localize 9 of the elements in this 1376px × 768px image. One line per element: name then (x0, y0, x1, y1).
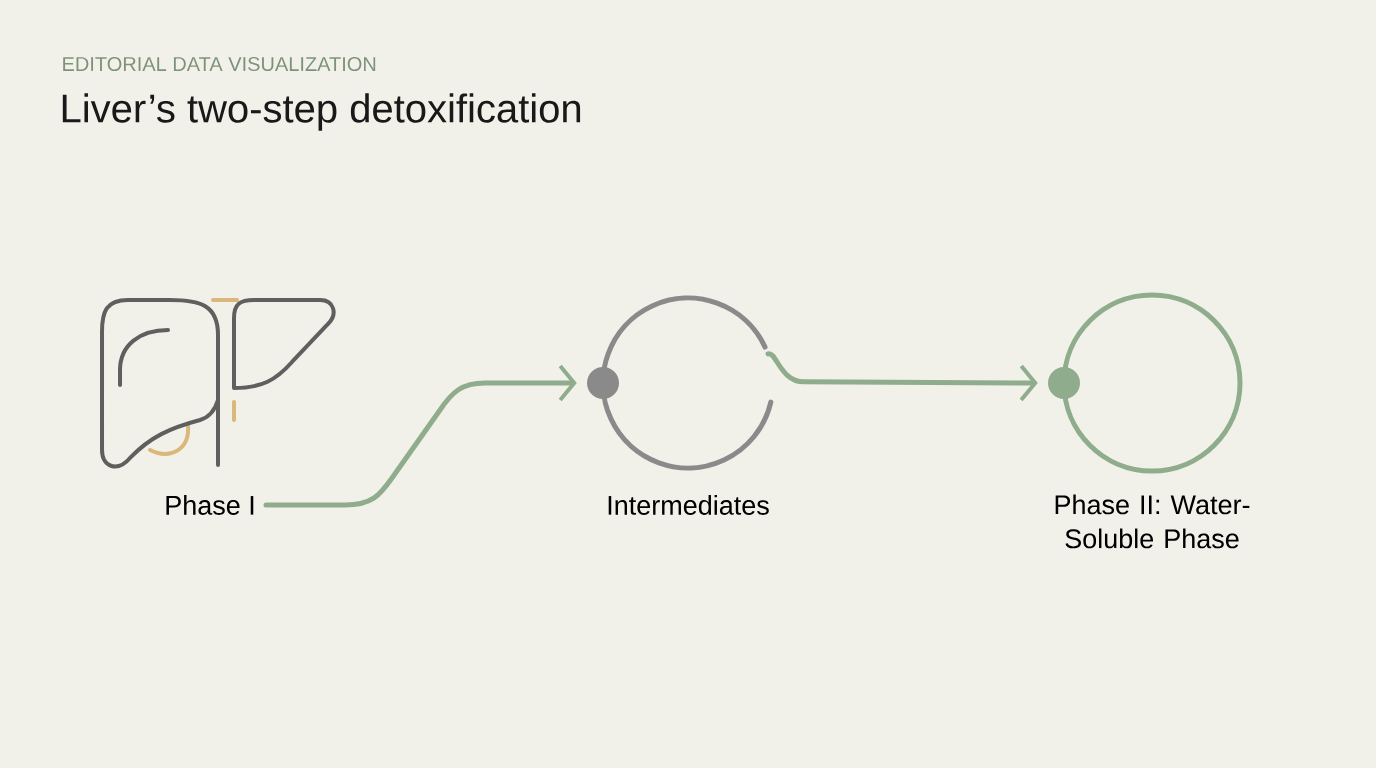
arrow (765, 351, 1038, 402)
arrow (263, 364, 577, 508)
node-label: Intermediates (608, 495, 769, 515)
circle-node: Phase II: Water-Soluble Phase (1048, 292, 1250, 549)
circle-node: Intermediates (587, 295, 774, 515)
title: Liver’s two-step detoxification (62, 93, 581, 131)
node-label: Phase I (166, 495, 254, 515)
kicker-text: EDITORIAL DATA VISUALIZATION (63, 56, 376, 72)
node-label: Phase II: Water-Soluble Phase (1055, 494, 1250, 549)
